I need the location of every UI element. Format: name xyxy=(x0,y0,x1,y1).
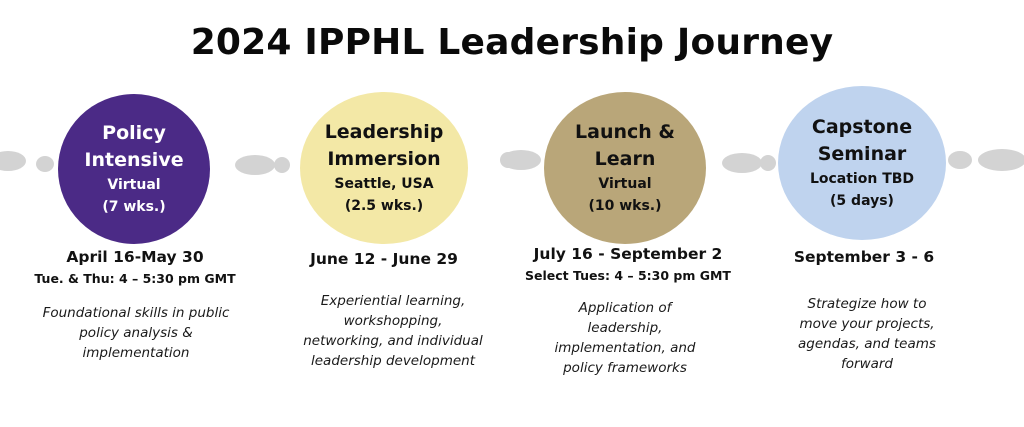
desc-line: Experiential learning, xyxy=(320,293,466,309)
stage-circle-capstone-seminar: Capstone Seminar Location TBD (5 days) xyxy=(778,86,946,240)
path-dash xyxy=(36,156,54,172)
stage-location: Virtual xyxy=(598,176,652,192)
stage-description: Experiential learning, workshopping, net… xyxy=(283,291,503,371)
desc-line: implementation xyxy=(82,345,190,361)
stage-location: Virtual xyxy=(107,177,161,193)
stage-dates: April 16-May 30 xyxy=(66,248,204,266)
path-dash xyxy=(722,153,762,173)
desc-line: networking, and individual xyxy=(303,333,483,349)
desc-line: Foundational skills in public xyxy=(42,305,230,321)
stage-title-line: Intensive xyxy=(84,149,184,171)
stage-description: Strategize how to move your projects, ag… xyxy=(772,294,962,374)
path-dash xyxy=(274,157,290,173)
stage-dates: July 16 - September 2 xyxy=(533,245,723,263)
desc-line: leadership, xyxy=(587,320,663,336)
stage-description: Foundational skills in public policy ana… xyxy=(20,303,252,363)
path-dash xyxy=(0,151,26,171)
stage-circle-policy-intensive: Policy Intensive Virtual (7 wks.) xyxy=(58,94,210,244)
desc-line: agendas, and teams xyxy=(798,336,936,352)
desc-line: move your projects, xyxy=(799,316,935,332)
desc-line: Strategize how to xyxy=(807,296,927,312)
path-dash xyxy=(978,149,1024,171)
desc-line: policy frameworks xyxy=(563,360,687,376)
stage-schedule: Tue. & Thu: 4 – 5:30 pm GMT xyxy=(34,271,236,286)
stage-title-line: Launch & xyxy=(575,121,675,143)
stage-title-line: Leadership xyxy=(324,121,444,143)
path-dash xyxy=(760,155,776,171)
path-dash xyxy=(500,152,516,168)
path-dash xyxy=(948,151,972,169)
stage-description: Application of leadership, implementatio… xyxy=(533,298,717,378)
desc-line: workshopping, xyxy=(343,313,443,329)
stage-title-line: Capstone xyxy=(811,116,913,138)
stage-schedule: Select Tues: 4 – 5:30 pm GMT xyxy=(525,268,731,283)
page-title: 2024 IPPHL Leadership Journey xyxy=(190,22,834,63)
desc-line: Application of xyxy=(578,300,672,316)
stage-duration: (7 wks.) xyxy=(102,199,166,215)
stage-location: Location TBD xyxy=(809,171,915,187)
stage-duration: (2.5 wks.) xyxy=(344,198,424,214)
stage-circle-leadership-immersion: Leadership Immersion Seattle, USA (2.5 w… xyxy=(300,92,468,244)
desc-line: leadership development xyxy=(310,353,475,369)
stage-dates: September 3 - 6 xyxy=(793,248,935,266)
stage-duration: (5 days) xyxy=(830,193,894,209)
path-dash xyxy=(235,155,275,175)
stage-location: Seattle, USA xyxy=(334,176,434,192)
desc-line: policy analysis & xyxy=(79,325,193,341)
desc-line: forward xyxy=(841,356,893,372)
stage-title-line: Policy xyxy=(102,122,166,144)
stage-title-line: Learn xyxy=(594,148,656,170)
stage-duration: (10 wks.) xyxy=(588,198,662,214)
stage-circle-launch-learn: Launch & Learn Virtual (10 wks.) xyxy=(544,92,706,244)
desc-line: implementation, and xyxy=(554,340,696,356)
stage-title-line: Immersion xyxy=(327,148,441,170)
stage-dates: June 12 - June 29 xyxy=(310,250,458,268)
stage-title-line: Seminar xyxy=(817,143,907,165)
